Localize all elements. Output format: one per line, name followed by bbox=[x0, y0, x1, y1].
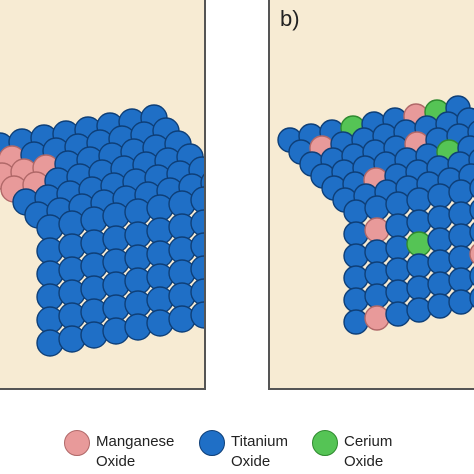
titanium-oxide-sphere bbox=[343, 287, 369, 313]
titanium-oxide-sphere bbox=[469, 266, 474, 286]
titanium-oxide-sphere bbox=[448, 267, 474, 293]
titanium-oxide-sphere bbox=[427, 227, 453, 253]
titanium-oxide-sphere bbox=[427, 293, 453, 319]
titanium-oxide-sphere bbox=[385, 235, 411, 261]
titanium-oxide-sphere bbox=[469, 200, 474, 220]
titanium-oxide-sphere bbox=[190, 278, 204, 306]
titanium-oxide-sphere bbox=[406, 187, 432, 213]
legend: Manganese Oxide Titanium Oxide Cerium Ox… bbox=[0, 424, 474, 474]
titanium-oxide-sphere bbox=[343, 309, 369, 335]
titanium-oxide-sphere bbox=[427, 205, 453, 231]
titanium-oxide-sphere bbox=[385, 301, 411, 327]
titanium-oxide-sphere bbox=[343, 243, 369, 269]
titanium-oxide-sphere bbox=[448, 289, 474, 315]
titanium-oxide-sphere bbox=[190, 186, 204, 214]
titanium-oxide-sphere bbox=[406, 297, 432, 323]
titanium-oxide-sphere bbox=[469, 178, 474, 198]
legend-label-manganese-line2: Oxide bbox=[96, 453, 136, 470]
manganese-oxide-swatch bbox=[64, 430, 90, 456]
titanium-oxide-sphere bbox=[469, 222, 474, 242]
manganese-oxide-sphere bbox=[364, 305, 390, 331]
cerium-oxide-swatch bbox=[312, 430, 338, 456]
legend-label-titanium-line2: Oxide bbox=[231, 453, 271, 470]
titanium-oxide-sphere bbox=[448, 223, 474, 249]
titanium-oxide-sphere bbox=[427, 271, 453, 297]
titanium-oxide-sphere bbox=[190, 232, 204, 260]
legend-label-titanium: Titanium bbox=[231, 433, 288, 450]
titanium-oxide-sphere bbox=[364, 239, 390, 265]
mixed-oxide-slab-b bbox=[277, 95, 474, 335]
titanium-oxide-sphere bbox=[343, 199, 369, 225]
titanium-oxide-sphere bbox=[385, 257, 411, 283]
titanium-oxide-sphere bbox=[190, 301, 204, 329]
titanium-oxide-sphere bbox=[448, 201, 474, 227]
titanium-oxide-sphere bbox=[190, 209, 204, 237]
titanium-oxide-sphere bbox=[406, 253, 432, 279]
titanium-oxide-sphere bbox=[385, 279, 411, 305]
legend-label-cerium-line2: Oxide bbox=[344, 453, 384, 470]
titanium-oxide-sphere bbox=[385, 213, 411, 239]
panel-b: b) bbox=[268, 0, 474, 390]
titanium-oxide-sphere bbox=[427, 183, 453, 209]
panel-b-label: b) bbox=[280, 6, 300, 31]
cerium-oxide-sphere bbox=[406, 231, 432, 257]
manganese-oxide-sphere bbox=[469, 244, 474, 264]
manganese-oxide-sphere bbox=[364, 217, 390, 243]
titanium-oxide-sphere bbox=[364, 261, 390, 287]
titanium-oxide-sphere bbox=[364, 195, 390, 221]
titanium-oxide-sphere bbox=[469, 288, 474, 308]
titanium-oxide-sphere bbox=[190, 255, 204, 283]
titanium-oxide-sphere bbox=[448, 179, 474, 205]
titanium-oxide-sphere bbox=[343, 221, 369, 247]
titanium-oxide-swatch bbox=[199, 430, 225, 456]
legend-label-cerium: Cerium bbox=[344, 433, 393, 450]
titanium-oxide-sphere bbox=[448, 245, 474, 271]
titanium-oxide-sphere bbox=[385, 191, 411, 217]
titanium-oxide-sphere bbox=[343, 265, 369, 291]
titanium-oxide-sphere bbox=[364, 283, 390, 309]
titanium-oxide-sphere bbox=[427, 249, 453, 275]
panel-a bbox=[0, 0, 206, 390]
legend-label-manganese: Manganese bbox=[96, 433, 175, 450]
titanium-oxide-sphere bbox=[406, 209, 432, 235]
titanium-oxide-sphere bbox=[406, 275, 432, 301]
titanium-oxide-slab-a bbox=[0, 104, 204, 357]
